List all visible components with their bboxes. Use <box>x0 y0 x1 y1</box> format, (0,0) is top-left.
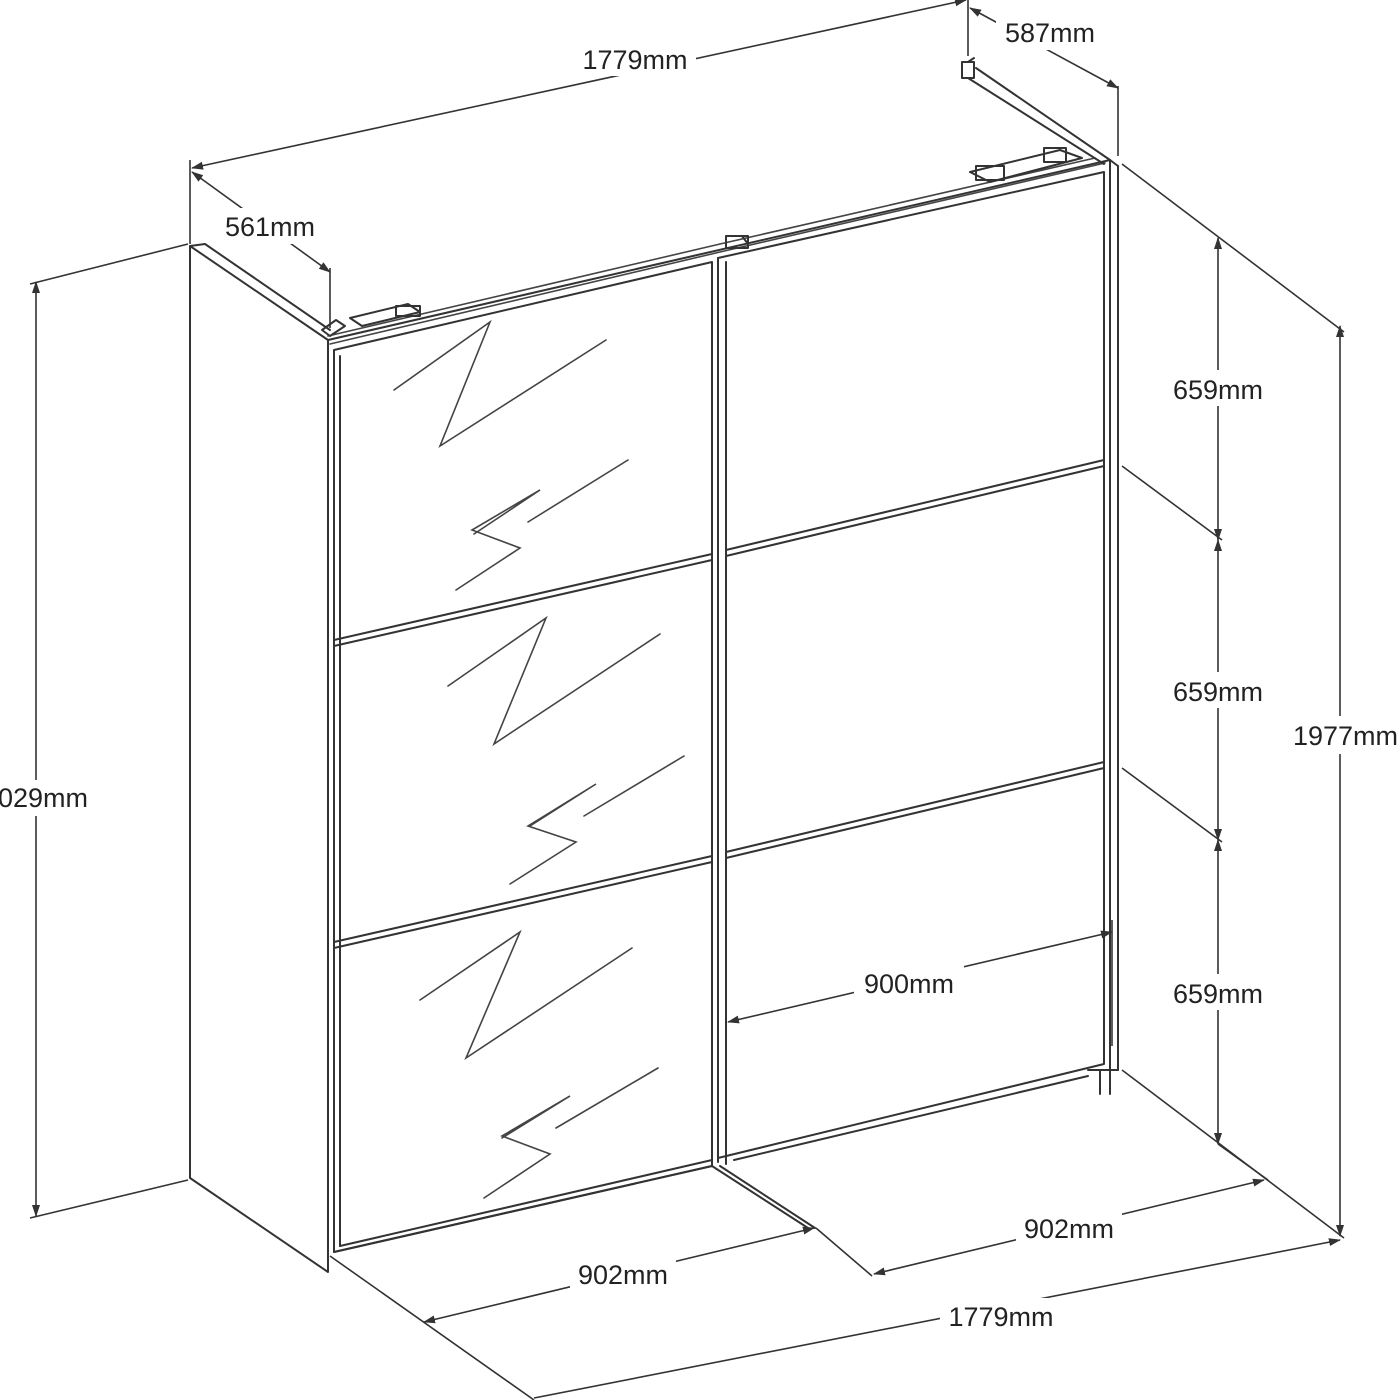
roller-hardware-top-corner <box>961 57 975 79</box>
label-top-depth: 587mm <box>1005 18 1095 48</box>
left-sliding-door <box>333 261 713 1253</box>
right-door-divider-1 <box>725 465 1105 557</box>
roller-hardware-right <box>969 147 1083 183</box>
mirror-reflection-marks <box>393 319 685 1199</box>
extension-lines <box>29 0 1345 1400</box>
dimension-labels: 1779mm 587mm 561mm 2029mm 1977mm 659mm 6… <box>0 14 1400 1334</box>
left-side-panel <box>189 245 329 1273</box>
label-door-right: 902mm <box>1024 1214 1114 1244</box>
dim-bottom-width <box>533 1238 1341 1399</box>
label-top-width: 1779mm <box>582 45 687 75</box>
roller-hardware-left <box>321 303 421 337</box>
roller-hardware-center <box>725 235 749 249</box>
right-door-divider-2 <box>725 767 1105 859</box>
left-door-divider-1 <box>333 559 713 647</box>
label-left-height: 2029mm <box>0 783 88 813</box>
label-inner-width: 900mm <box>864 969 954 999</box>
label-left-depth: 561mm <box>225 212 315 242</box>
label-panel-top: 659mm <box>1173 375 1263 405</box>
label-panel-middle: 659mm <box>1173 677 1263 707</box>
label-right-height: 1977mm <box>1293 721 1398 751</box>
dim-top-width <box>191 0 967 170</box>
top-front-edge <box>327 159 1111 341</box>
wardrobe-body <box>189 57 1119 1273</box>
label-bottom-width: 1779mm <box>948 1302 1053 1332</box>
label-door-left: 902mm <box>578 1260 668 1290</box>
label-panel-bottom: 659mm <box>1173 979 1263 1009</box>
left-door-divider-2 <box>333 861 713 949</box>
